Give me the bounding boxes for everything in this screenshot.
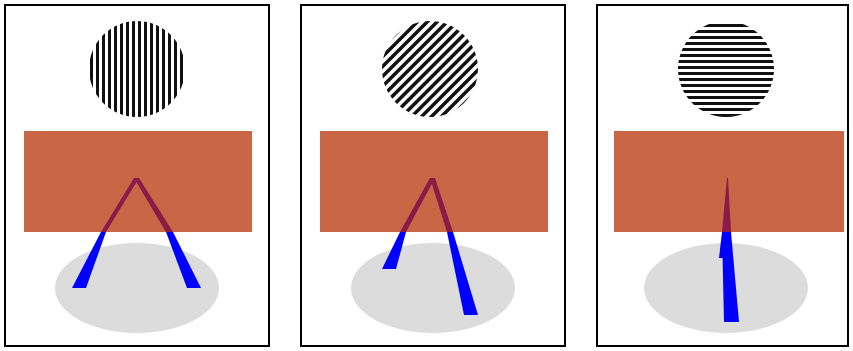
grating-disc — [89, 21, 185, 117]
floor-shadow — [351, 243, 515, 333]
panel-2 — [300, 4, 566, 347]
grating-disc — [678, 21, 774, 117]
panel-1 — [4, 4, 270, 347]
panel-3 — [596, 4, 849, 347]
panel-2-drawing — [302, 6, 564, 345]
grating-disc — [382, 21, 478, 117]
panel-3-drawing — [598, 6, 847, 345]
panel-1-drawing — [6, 6, 268, 345]
